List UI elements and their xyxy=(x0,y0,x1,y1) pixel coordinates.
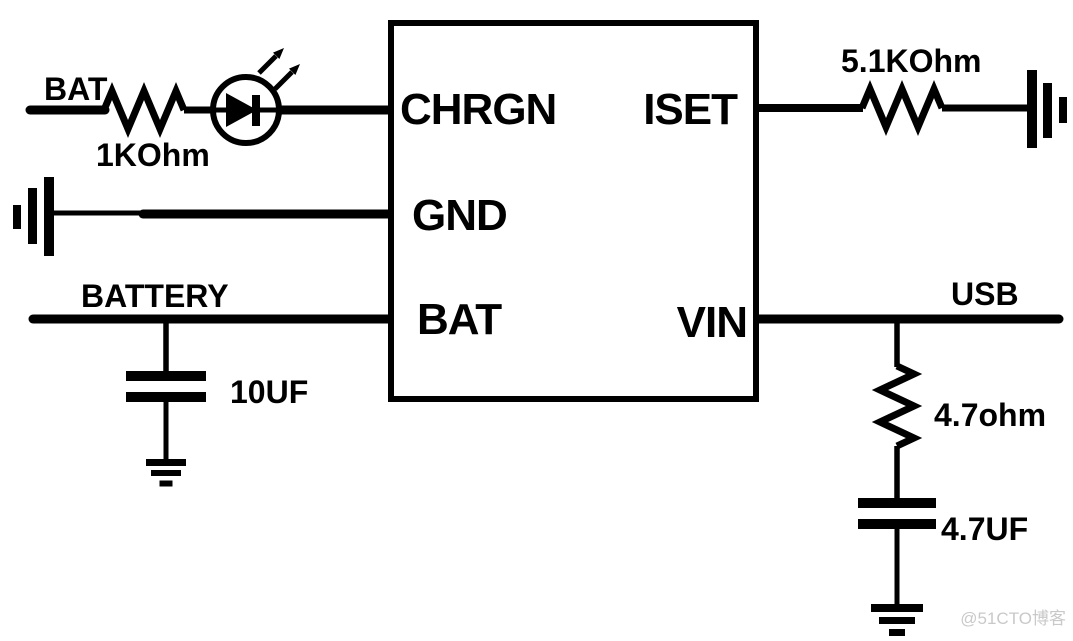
ground-bar xyxy=(1027,70,1037,148)
ground-bar xyxy=(44,177,54,256)
vin-usb-branch: USB 4.7ohm 4.7UF xyxy=(750,276,1064,636)
led-light-arrowhead xyxy=(273,48,284,59)
pin-iset-label: ISET xyxy=(643,85,738,134)
ic-body xyxy=(388,20,759,402)
net-bat-label: BAT xyxy=(44,71,108,107)
c1-value-label: 10UF xyxy=(230,374,308,410)
ground-symbol-c2-icon xyxy=(871,604,923,636)
capacitor-plate xyxy=(858,498,936,508)
led-light-arrow xyxy=(273,70,294,91)
resistor-r2-icon xyxy=(858,79,946,137)
iset-branch: 5.1KOhm xyxy=(755,43,1067,148)
capacitor-c2-icon xyxy=(858,498,936,529)
gnd-branch xyxy=(13,177,398,256)
ground-bar xyxy=(13,205,21,229)
capacitor-plate xyxy=(858,519,936,529)
r1-value-label: 1KOhm xyxy=(96,137,210,173)
ground-symbol-c1-icon xyxy=(146,459,186,487)
chrgn-led-branch: BAT 1KOhm xyxy=(25,48,393,173)
led-diode-triangle xyxy=(226,93,257,127)
led-icon xyxy=(210,48,300,146)
net-usb-label: USB xyxy=(951,276,1019,312)
battery-branch: BATTERY 10UF xyxy=(28,278,398,487)
ground-bar xyxy=(1043,83,1052,138)
capacitor-plate xyxy=(126,392,206,402)
ground-symbol-right-icon xyxy=(1027,70,1067,148)
resistor-r3-icon xyxy=(871,362,923,450)
ground-bar xyxy=(151,470,181,476)
ground-bar xyxy=(871,604,923,612)
ic-block: CHRGN GND BAT ISET VIN xyxy=(388,20,759,402)
r3-value-label: 4.7ohm xyxy=(934,397,1046,433)
resistor-r1-icon xyxy=(100,81,188,139)
pin-chrgn-label: CHRGN xyxy=(400,85,556,134)
pin-bat-label: BAT xyxy=(417,295,502,344)
pin-gnd-label: GND xyxy=(412,191,507,240)
capacitor-c1-icon xyxy=(126,371,206,402)
r2-value-label: 5.1KOhm xyxy=(841,43,981,79)
capacitor-plate xyxy=(126,371,206,381)
c2-value-label: 4.7UF xyxy=(941,511,1028,547)
ground-bar xyxy=(889,629,905,636)
pin-vin-label: VIN xyxy=(677,298,747,347)
net-battery-label: BATTERY xyxy=(81,278,229,314)
ground-symbol-left-icon xyxy=(13,177,54,256)
led-light-arrow xyxy=(257,54,278,75)
ground-bar xyxy=(28,188,37,244)
led-light-arrowhead xyxy=(289,64,300,75)
ground-bar xyxy=(1059,97,1067,123)
watermark-text: @51CTO博客 xyxy=(960,609,1066,628)
ground-bar xyxy=(146,459,186,466)
ground-bar xyxy=(879,617,915,624)
led-diode-bar xyxy=(252,95,260,126)
ground-bar xyxy=(159,480,173,487)
